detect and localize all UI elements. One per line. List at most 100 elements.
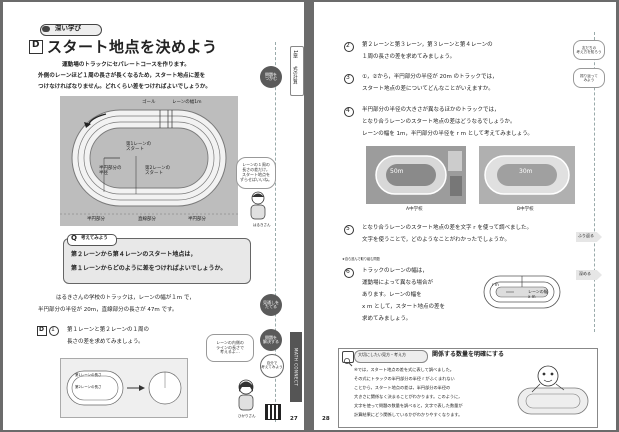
viewpoint-icon <box>342 351 354 367</box>
speech-bubble: レーンの１周の 長さの差だけ， スタート地点を ずらせばいいね。 <box>236 157 276 189</box>
tag-deepen-arrow <box>576 270 602 280</box>
item3-num: 3 <box>346 74 350 81</box>
item4-line-1: 半円部分の半径の大きさが異なるほかのトラックでは， <box>362 107 500 113</box>
item2-line-2: １周の長さの差を求めてみましょう。 <box>362 54 456 60</box>
q-line-2: 第１レーンからどのように差をつければよいでしょうか。 <box>71 265 227 272</box>
photo-b-caption: B中学校 <box>517 207 534 212</box>
item1-line-2: 長さの差を求めてみましょう。 <box>67 339 144 345</box>
q-line-1: 第２レーンから第４レーンのスタート地点は， <box>71 251 197 258</box>
tag-deepen: 深める <box>579 271 591 276</box>
track-diagram-box <box>60 96 238 226</box>
item1-line-1: 第１レーンと第２レーンの１周の <box>67 327 149 333</box>
track-diagram <box>60 109 238 215</box>
intro-line-3: つけなければなりません。どれくらい差をつければよいでしょうか。 <box>38 84 211 90</box>
d-label-box <box>29 40 43 54</box>
small-track-box <box>60 358 188 418</box>
item3-line-2: スタート地点の差についてどんなことがいえますか。 <box>362 86 494 92</box>
page-number-28: 28 <box>322 416 330 422</box>
item5-line-2: 文字を使うことで，どのようなことがわかったでしょうか。 <box>362 237 511 243</box>
label-lane-width: レーンの幅1m <box>172 100 202 105</box>
item4-num: 4 <box>346 107 350 114</box>
chapter-tab-title: 式の計算 <box>292 66 298 84</box>
item6-line-3: あります。レーンの幅を <box>362 292 422 298</box>
badge-self: 自分で 考えてみよう <box>260 354 284 378</box>
item6-note: ★自ら進んで取り組む問題 <box>342 257 380 261</box>
small-track-label-2: 第2レーンの長さ <box>75 385 102 389</box>
section-tag <box>40 24 102 36</box>
d-label-small: D <box>39 326 44 333</box>
body-line-2: 半円部分の半径が 20m，直線部分の長さが 47m です。 <box>38 307 178 313</box>
margin-guide-line <box>275 42 276 422</box>
viewpoint-header-tag <box>354 350 428 363</box>
photo-a-radius: 50m <box>390 168 404 175</box>
person-avatar <box>248 190 268 220</box>
item5-num-circle <box>344 225 354 235</box>
item6-num-circle <box>344 268 354 278</box>
person-name: はるきさん <box>253 223 271 227</box>
intro-line-1: 運動場のトラックにセパレートコースを作ります。 <box>62 62 190 68</box>
item4-line-3: レーンの幅を 1m，半円部分の半径を r m として考えてみましょう。 <box>362 131 533 137</box>
chapter-tab <box>290 46 304 96</box>
badge-outlook: 見通しを たてる <box>260 294 282 316</box>
viewpoint-line-6: 計算結果にどう関係しているかがわかりやすくなります。 <box>354 412 463 417</box>
item1-num-circle <box>49 326 59 336</box>
person2-avatar <box>235 378 257 412</box>
small-track-label-1: 第1レーンの長さ <box>75 373 102 377</box>
item6-line-5: 求めてみましょう。 <box>362 316 412 322</box>
viewpoint-header-right: 関係する数量を明確にする <box>432 351 505 358</box>
badge-problem: 問題を つかむ <box>260 66 282 88</box>
page-number-27: 27 <box>290 416 298 422</box>
badge-solve: 問題を 解決する <box>260 329 282 351</box>
viewpoint-line-3: ことから，スタート地点の差は，半円部分の半径の <box>354 385 451 390</box>
tag-review: ふり返る <box>578 233 594 238</box>
item2-num-circle <box>344 42 354 52</box>
item6-num: 6 <box>346 268 350 275</box>
item6-line-1: トラックのレーンの幅は， <box>362 268 428 274</box>
tag-review-arrow <box>576 232 602 242</box>
item5-num: 5 <box>346 225 350 232</box>
page-27: 深い学び D スタート地点を決めよう 運動場のトラックにセパレートコースを作りま… <box>3 2 304 430</box>
d-label: D <box>32 40 40 50</box>
viewpoint-line-4: 大きさに関係なく決まることがわかります。このように， <box>354 394 463 399</box>
math-connect-tab: MATH CONNECT <box>290 332 302 402</box>
bottom-label-2: 直線部分 <box>138 217 156 222</box>
q-title: 考えてみよう <box>81 236 108 241</box>
person2-name: ひかりさん <box>238 414 256 418</box>
q-icon <box>67 234 117 246</box>
item6-track-figure <box>482 272 562 312</box>
mascot-illustration <box>512 362 592 420</box>
q-label: Q <box>71 234 77 242</box>
d-label-small-box <box>37 326 47 336</box>
bottom-label-1: 半円部分 <box>87 217 105 222</box>
photo-a-caption: A中学校 <box>406 207 423 212</box>
note-bubble: レーンの内側の ラインの長さで 考えるよ… <box>206 334 254 362</box>
viewpoint-line-5: 文字を使って問題の数量を調べると，文字で表した数量が <box>354 403 463 408</box>
item1-num: 1 <box>51 326 55 333</box>
memo-review: 振り返って みよう <box>573 68 605 88</box>
label-lane2-start: 第2レーンの スタート <box>145 166 171 177</box>
page-title: スタート地点を決めよう <box>47 38 218 56</box>
item3-num-circle <box>344 74 354 84</box>
bottom-label-3: 半円部分 <box>188 217 206 222</box>
margin-guide-line-right <box>594 32 595 332</box>
item6-line-2: 運動場によって異なる場合が <box>362 280 434 286</box>
item4-num-circle <box>344 107 354 117</box>
track-lane-width: レーンの幅 x m <box>528 289 548 299</box>
item2-num: 2 <box>346 42 350 49</box>
section-tag-label: 深い学び <box>55 24 81 32</box>
item2-line-1: 第２レーンと第３レーン，第３レーンと第４レーンの <box>362 42 493 48</box>
photo-a <box>366 146 466 204</box>
section-tag-icon <box>42 26 50 32</box>
label-radius: 半円部分の 半径 <box>99 166 122 177</box>
item3-line-1: ①，②から，半円部分の半径が 20m のトラックでは， <box>362 74 498 80</box>
qr-code-icon <box>265 404 281 420</box>
label-lane1-start: 第1レーンの スタート <box>126 142 152 153</box>
body-line-1: はるきさんの学校のトラックは，レーンの幅が１m で， <box>56 295 195 301</box>
viewpoint-line-2: その式にトラックの半円部分の半径 r がふくまれない <box>354 376 455 381</box>
item5-line-1: となり合うレーンのスタート地点の差を文字 r を使って調べました。 <box>362 225 533 231</box>
page-28: 友だちの 考え方を知ろう 振り返って みよう 2 第２レーンと第３レーン，第３レ… <box>314 2 616 430</box>
label-goal: ゴール <box>142 100 156 105</box>
photo-b-radius: 30m <box>519 168 533 175</box>
viewpoint-header-left: 大切にしたい見方・考え方 <box>358 352 406 357</box>
photo-b <box>479 146 575 204</box>
